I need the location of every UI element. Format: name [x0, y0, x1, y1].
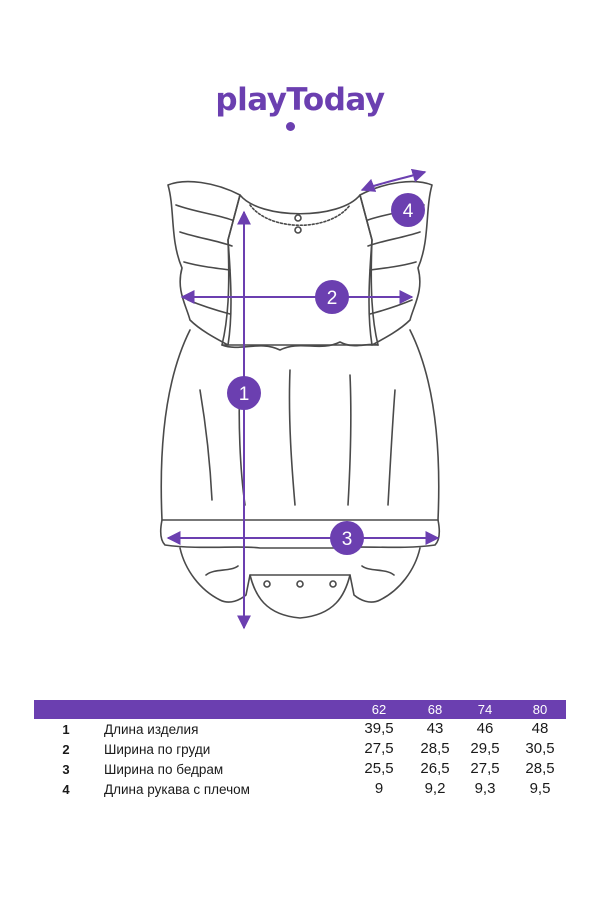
- row-value: 9,5: [529, 780, 551, 797]
- crotch-panel: [249, 574, 351, 619]
- left-ruffle-gathers: [175, 204, 233, 315]
- header-size: 74: [477, 702, 493, 717]
- row-number: 1: [62, 722, 70, 737]
- table-row: 3 Ширина по бедрам 25,5 26,5 27,5 28,5: [34, 759, 566, 779]
- marker-4: 4: [391, 193, 425, 227]
- header-size: 62: [371, 702, 387, 717]
- row-value: 39,5: [364, 720, 394, 737]
- crotch-snap-center: [296, 580, 304, 588]
- crotch-snap-left: [263, 580, 271, 588]
- hem-cuff: [159, 519, 441, 549]
- row-value: 26,5: [420, 760, 450, 777]
- row-number: 4: [62, 782, 70, 797]
- row-value: 27,5: [470, 760, 500, 777]
- header-size: 68: [427, 702, 443, 717]
- bodice-outline: [221, 194, 379, 346]
- row-value: 29,5: [470, 740, 500, 757]
- marker-3: 3: [330, 521, 364, 555]
- table-row: 1 Длина изделия 39,5 43 46 48: [34, 719, 566, 739]
- waist-gathers: [221, 341, 379, 351]
- svg-text:4: 4: [403, 201, 414, 222]
- svg-text:3: 3: [342, 529, 353, 550]
- row-value: 30,5: [525, 740, 555, 757]
- svg-text:1: 1: [239, 384, 250, 405]
- marker-2: 2: [315, 280, 349, 314]
- row-value: 28,5: [420, 740, 450, 757]
- leg-elastic: [205, 565, 395, 576]
- logo-dot: [286, 122, 295, 131]
- row-number: 2: [62, 742, 70, 757]
- measurement-arrows: [166, 168, 440, 630]
- sleeve-arrow: [360, 168, 427, 192]
- row-value: 27,5: [364, 740, 394, 757]
- neck-snap: [294, 214, 302, 222]
- row-value: 9,3: [474, 780, 496, 797]
- row-value: 25,5: [364, 760, 394, 777]
- row-value: 46: [476, 720, 494, 737]
- size-table: 62 68 74 80 1 Длина изделия 39,5 43 46 4…: [34, 700, 566, 799]
- right-ruffle: [359, 180, 433, 346]
- brand-logo: playToday: [0, 82, 600, 131]
- header-size: 80: [532, 702, 548, 717]
- row-value: 43: [426, 720, 444, 737]
- romper-outline: [159, 180, 441, 619]
- svg-text:2: 2: [327, 288, 338, 309]
- garment-diagram: 1 2 3 4: [159, 168, 441, 630]
- brand-logo-text: playToday: [215, 82, 385, 118]
- marker-1: 1: [227, 376, 261, 410]
- table-row: 2 Ширина по груди 27,5 28,5 29,5 30,5: [34, 739, 566, 759]
- neck-snap-lower: [294, 226, 302, 234]
- crotch-snap-right: [329, 580, 337, 588]
- row-value: 9: [374, 780, 384, 797]
- size-table-header: 62 68 74 80: [34, 700, 566, 719]
- bubble-body: [160, 329, 440, 521]
- table-row: 4 Длина рукава с плечом 9 9,2 9,3 9,5: [34, 779, 566, 799]
- row-value: 9,2: [424, 780, 446, 797]
- row-value: 28,5: [525, 760, 555, 777]
- neckline-stitch: [249, 204, 351, 227]
- row-number: 3: [62, 762, 70, 777]
- row-label: Ширина по груди: [104, 742, 211, 757]
- row-label: Длина рукава с плечом: [104, 782, 250, 797]
- row-label: Ширина по бедрам: [104, 762, 224, 777]
- row-value: 48: [531, 720, 549, 737]
- row-label: Длина изделия: [104, 722, 199, 737]
